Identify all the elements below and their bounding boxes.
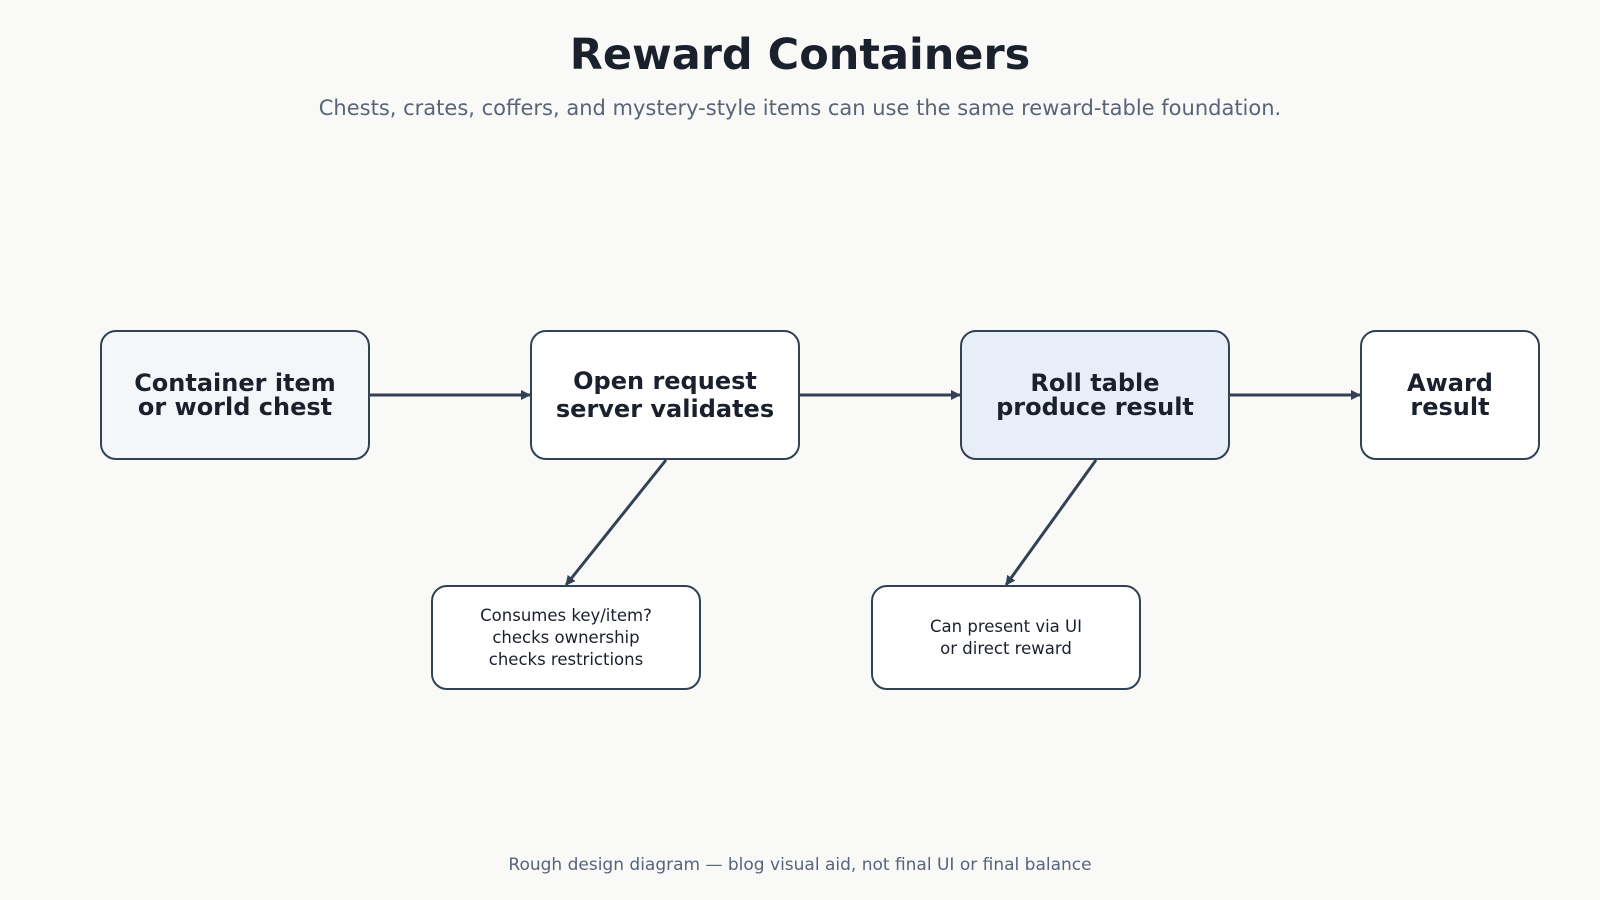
- node-present-line2: or direct reward: [940, 638, 1072, 658]
- node-consumes-line2: checks ownership: [492, 627, 640, 647]
- node-present-reward: Can present via UI or direct reward: [871, 585, 1141, 690]
- node-open-line2: server validates: [555, 395, 775, 423]
- node-roll-line2: produce result: [996, 393, 1194, 421]
- page-subtitle: Chests, crates, coffers, and mystery-sty…: [318, 96, 1282, 120]
- node-container-item: Container item or world chest: [100, 330, 370, 460]
- node-award-line2: result: [1410, 393, 1490, 421]
- node-award-line1: Award: [1407, 369, 1493, 397]
- node-container-line1: Container item: [134, 369, 336, 397]
- node-roll-table: Roll table produce result: [960, 330, 1230, 460]
- page-title: Reward Containers: [569, 30, 1031, 80]
- node-roll-line1: Roll table: [1030, 369, 1160, 397]
- node-open-line1: Open request: [573, 367, 757, 395]
- arrow-roll-to-present: [1004, 459, 1098, 586]
- node-container-line2: or world chest: [137, 393, 333, 421]
- node-consumes-line3: checks restrictions: [488, 649, 644, 669]
- arrow-open-to-consumes: [564, 459, 668, 586]
- node-consumes-checks: Consumes key/item? checks ownership chec…: [431, 585, 701, 690]
- node-award-result: Award result: [1360, 330, 1540, 460]
- node-consumes-line1: Consumes key/item?: [480, 605, 652, 625]
- node-open-request: Open request server validates: [530, 330, 800, 460]
- node-present-line1: Can present via UI: [930, 616, 1082, 636]
- footer-caption: Rough design diagram — blog visual aid, …: [508, 855, 1092, 875]
